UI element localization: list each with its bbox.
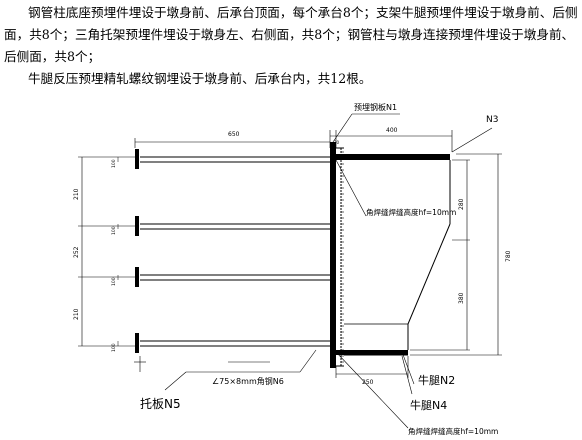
dim-210-bottom: 210	[73, 308, 80, 320]
label-tuoban-n5: 托板N5	[140, 397, 181, 411]
dim-20: 20	[334, 140, 340, 145]
label-n3: N3	[486, 115, 498, 125]
dim-780: 780	[505, 250, 512, 262]
rod-row-3	[135, 267, 330, 287]
label-niutui-n2: 牛腿N2	[418, 373, 455, 387]
svg-text:100: 100	[111, 343, 117, 352]
dim-252: 252	[73, 246, 80, 258]
dim-380: 380	[458, 292, 465, 304]
dim-210-top: 210	[73, 188, 80, 200]
paragraph-rebar: 牛腿反压预埋精轧螺纹钢埋设于墩身前、后承台内，共12根。	[28, 71, 372, 86]
bottom-flange	[336, 350, 408, 355]
rod-row-4	[135, 333, 330, 353]
top-flange	[336, 154, 450, 160]
description-text: 钢管柱底座预埋件埋设于墩身前、后承台顶面，每个承台8个；支架牛腿预埋件埋设于墩身…	[4, 2, 578, 90]
svg-text:100: 100	[111, 277, 117, 286]
dim-250: 250	[362, 379, 374, 386]
label-weld-bottom: 角焊缝焊缝高度hf=10mm	[408, 426, 498, 436]
embedded-plate-n1	[330, 142, 336, 368]
anchor-rods: 100 100 100 100	[111, 149, 330, 353]
svg-text:100: 100	[111, 226, 117, 235]
dim-650: 650	[228, 131, 240, 138]
bracket-n2	[336, 154, 451, 356]
dimension-lines	[78, 130, 502, 378]
rod-row-2	[135, 216, 330, 236]
wall-section	[330, 142, 344, 368]
leader-lines	[164, 113, 493, 429]
svg-text:100: 100	[111, 159, 117, 168]
paragraph-embedded-parts: 钢管柱底座预埋件埋设于墩身前、后承台顶面，每个承台8个；支架牛腿预埋件埋设于墩身…	[4, 5, 578, 64]
dim-280: 280	[458, 198, 465, 210]
label-embedded-plate-n1: 预埋钢板N1	[354, 102, 397, 112]
dim-400: 400	[386, 127, 398, 134]
label-weld-top: 角焊缝焊缝高度hf=10mm	[366, 207, 456, 217]
label-angle-n6: ∠75×8mm角钢N6	[212, 376, 284, 386]
label-niutui-n4: 牛腿N4	[410, 398, 447, 412]
rod-row-1	[135, 149, 330, 169]
